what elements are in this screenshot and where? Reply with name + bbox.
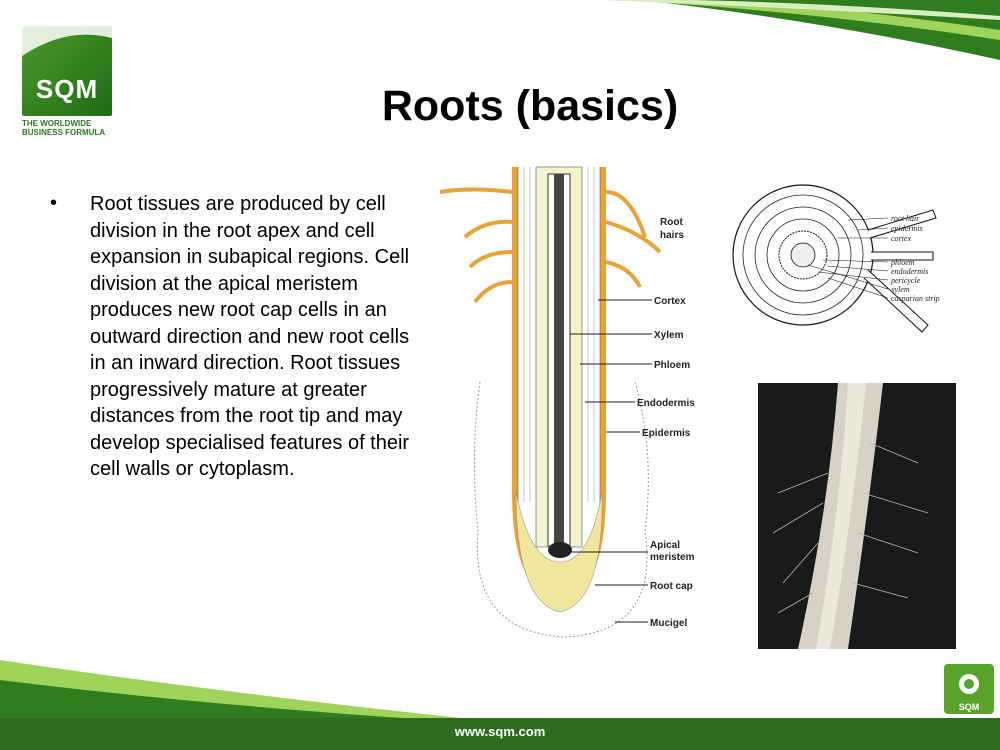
label-cs-pericycle: pericycle [890, 276, 921, 285]
xylem-core [554, 174, 564, 546]
label-root-cap: Root cap [650, 581, 693, 592]
label-endodermis: Endodermis [637, 398, 695, 409]
root-hair-photo [758, 383, 956, 649]
root-hairs-right [605, 190, 662, 288]
root-cap [515, 491, 603, 613]
logo-swoosh-icon [22, 26, 112, 56]
label-xylem: Xylem [654, 330, 684, 341]
corner-logo-text: SQM [959, 702, 980, 712]
label-cs-root-hair: root hair [891, 214, 920, 223]
label-cs-phloem: phloem [890, 258, 915, 267]
root-cross-section-diagram: root hair epidermis cortex phloem endode… [732, 184, 940, 333]
label-cs-casparian-strip: casparian strip [891, 294, 940, 303]
root-hair-protrusion-1 [867, 209, 937, 239]
cross-leader-lines [807, 217, 889, 299]
apical-meristem [548, 542, 572, 558]
bullet-marker: • [50, 192, 58, 214]
corner-q-logo-icon: SQM [944, 664, 994, 714]
xylem-center [790, 242, 816, 268]
root-longitudinal-diagram: Root hairs Cortex Xylem Phloem Endodermi… [439, 166, 695, 638]
tagline-line-1: THE WORLDWIDE [22, 119, 92, 128]
label-root-hairs-line2: hairs [660, 230, 684, 241]
logo-tagline: THE WORLDWIDE BUSINESS FORMULA [22, 119, 122, 137]
root-hairs-left [439, 187, 513, 304]
root-hair-protrusion-2 [863, 269, 929, 333]
label-epidermis: Epidermis [642, 428, 691, 439]
label-root-hairs-line1: Root [660, 217, 683, 228]
top-swoosh-decoration [600, 0, 1000, 60]
label-cs-xylem: xylem [890, 285, 910, 294]
footer-band [0, 660, 1000, 750]
label-apical-meristem-line1: Apical [650, 540, 680, 551]
root-hair-protrusion-3 [871, 251, 934, 261]
label-phloem: Phloem [654, 360, 690, 371]
cortex-cells-ring [742, 194, 864, 316]
body-paragraph: Root tissues are produced by cell divisi… [90, 193, 410, 480]
footer-url[interactable]: www.sqm.com [454, 724, 546, 739]
label-cs-cortex: cortex [891, 234, 911, 243]
logo-text: SQM [35, 74, 99, 104]
leader-lines [570, 299, 652, 623]
slide-title: Roots (basics) [381, 82, 679, 130]
tagline-line-2: BUSINESS FORMULA [22, 128, 106, 137]
label-mucigel: Mucigel [650, 618, 687, 629]
label-apical-meristem-line2: meristem [650, 552, 695, 563]
label-cortex: Cortex [654, 296, 686, 307]
sqm-logo: SQM [22, 26, 112, 116]
label-cs-epidermis: epidermis [891, 224, 923, 233]
label-cs-endodermis: endodermis [891, 267, 928, 276]
root-hair-fuzz [772, 442, 929, 614]
